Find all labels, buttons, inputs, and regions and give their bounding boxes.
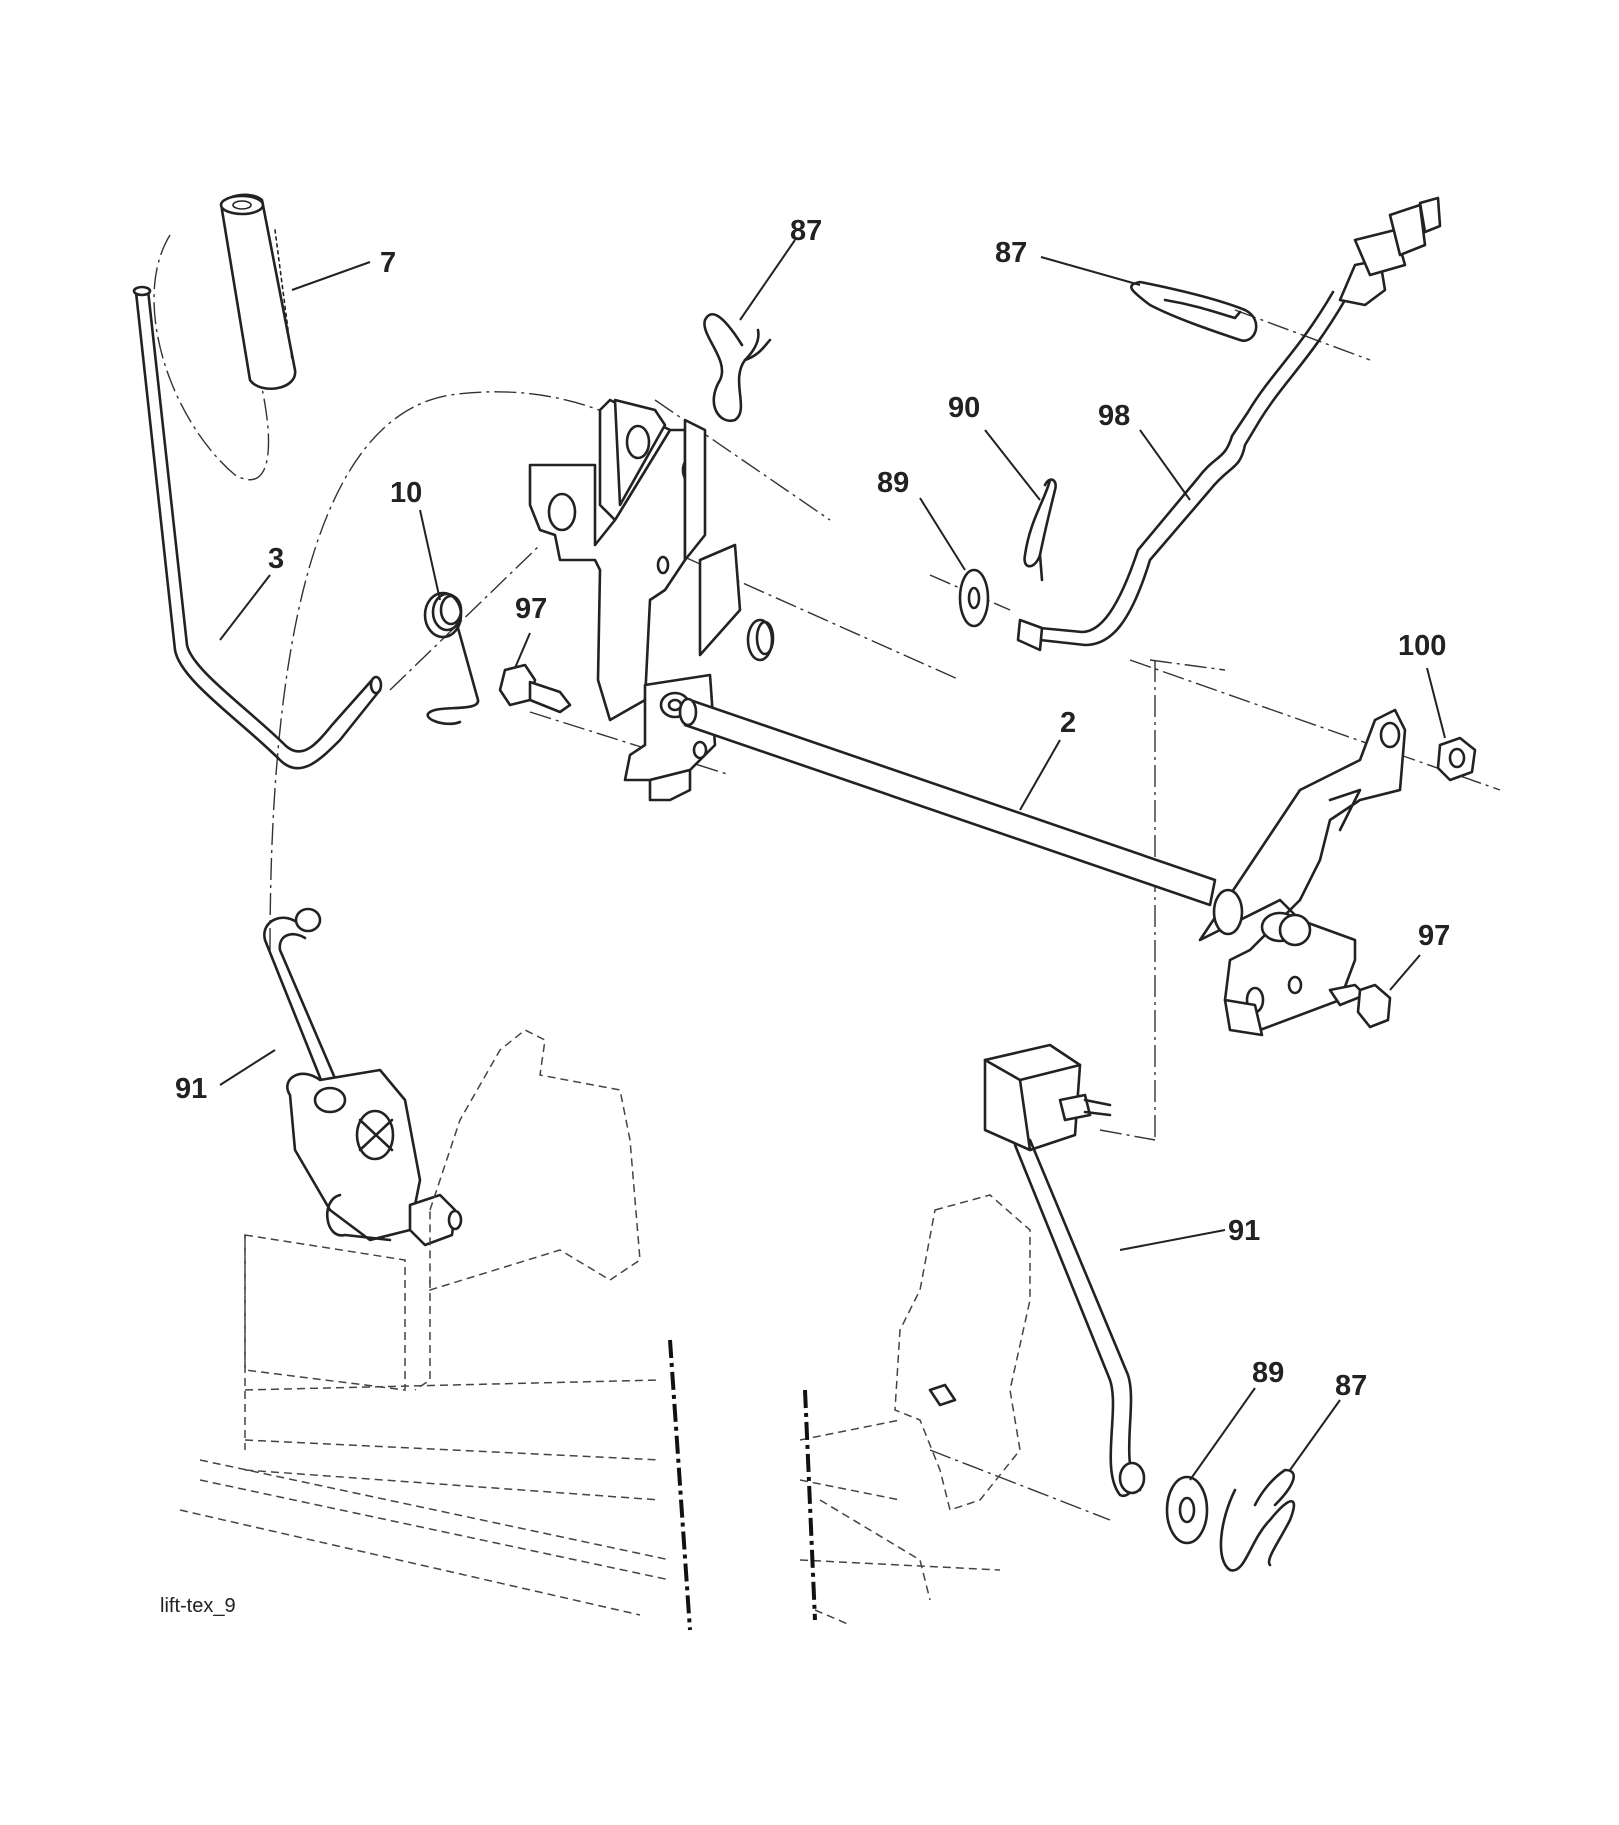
- deck-bracket-left: [179, 1029, 671, 1616]
- deck-bracket-right: [799, 1194, 1031, 1601]
- callout-100: 100: [1398, 630, 1446, 662]
- lift-handle-rod-part-3: [132, 285, 383, 770]
- callout-98: 98: [1098, 400, 1130, 432]
- mounting-bracket: [528, 398, 775, 802]
- callout-89-lower: 89: [1252, 1357, 1284, 1389]
- callout-2: 2: [1060, 707, 1076, 739]
- callout-labels: 7 87 87 90 98 89 10 97 3 100 2 97 91 91 …: [175, 215, 1450, 1402]
- callout-97-left: 97: [515, 593, 547, 625]
- callout-3: 3: [268, 543, 284, 575]
- callout-91-left: 91: [175, 1073, 207, 1105]
- lift-arm-right: [1198, 708, 1407, 1037]
- washer-part-89-upper: [958, 568, 990, 628]
- handle-grip-part-7: [219, 193, 297, 390]
- shoulder-bolt-part-97-left: [498, 663, 572, 714]
- callout-87-lower-right: 87: [1335, 1370, 1367, 1402]
- callout-7: 7: [380, 247, 396, 279]
- callout-87-top: 87: [790, 215, 822, 247]
- callout-97-right: 97: [1418, 920, 1450, 952]
- leader-lines: [219, 239, 1446, 1481]
- link-rod-part-98: [1016, 196, 1442, 652]
- diagram-caption: lift-tex_9: [160, 1595, 236, 1617]
- lift-shaft-part-2: [678, 697, 1217, 907]
- cotter-pin-part-90: [1023, 478, 1057, 582]
- lift-link-part-91-right: [983, 1043, 1146, 1498]
- deck-edge-break-lines: [668, 1339, 851, 1631]
- torsion-spring-part-10: [423, 591, 480, 726]
- hairpin-clip-part-87-lower-right: [1219, 1468, 1296, 1572]
- callout-91-right: 91: [1228, 1215, 1260, 1247]
- callout-90: 90: [948, 392, 980, 424]
- callout-10: 10: [390, 477, 422, 509]
- hairpin-clip-part-87-top: [703, 313, 772, 423]
- callout-89-upper: 89: [877, 467, 909, 499]
- shoulder-bolt-part-97-right: [1328, 983, 1392, 1029]
- washer-part-89-lower: [1165, 1475, 1209, 1545]
- nut-part-100: [1436, 736, 1477, 782]
- lift-link-part-91-left: [263, 907, 463, 1247]
- callout-87-upper-right: 87: [995, 237, 1027, 269]
